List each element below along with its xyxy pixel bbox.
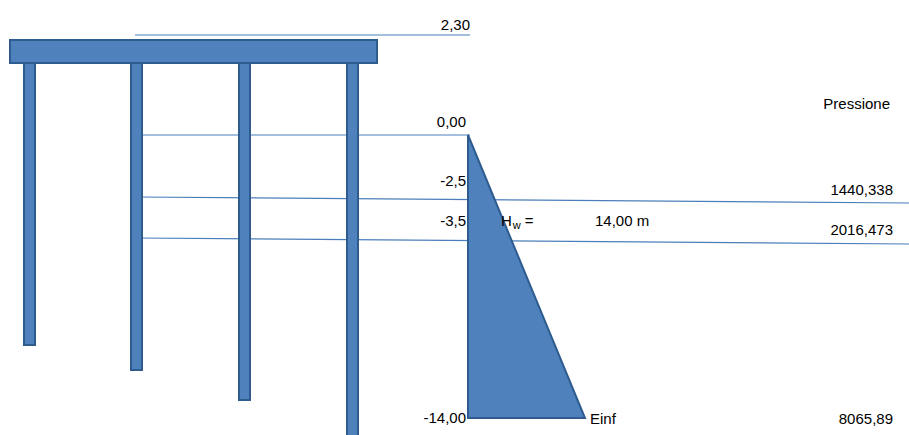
point-label: Einf bbox=[590, 410, 616, 428]
level-label: 2,30 bbox=[441, 16, 470, 34]
height-subscript: w bbox=[513, 220, 521, 231]
pressure-value: 1440,338 bbox=[830, 181, 893, 199]
level-label: -3,5 bbox=[440, 212, 466, 230]
pressure-value: 8065,89 bbox=[839, 410, 893, 428]
pressure-value: 2016,473 bbox=[830, 221, 893, 239]
level-label: -2,5 bbox=[440, 172, 466, 190]
equals-sign: = bbox=[525, 212, 534, 230]
height-symbol: H bbox=[501, 212, 512, 230]
column-header: Pressione bbox=[823, 95, 890, 113]
level-label: -14,00 bbox=[423, 409, 466, 427]
height-value: 14,00 m bbox=[595, 212, 649, 230]
level-label: 0,00 bbox=[437, 113, 466, 131]
